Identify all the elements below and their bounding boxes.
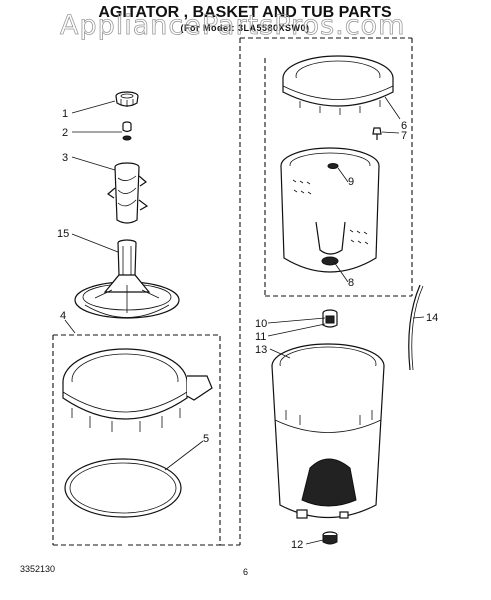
leader-lines [64, 96, 425, 545]
tub-ring-gasket [64, 458, 182, 518]
page-number: 6 [243, 567, 248, 577]
tub-hose [408, 284, 424, 371]
callout-5: 5 [203, 433, 209, 445]
basket-group-outline [220, 37, 413, 546]
tub-nut [322, 531, 338, 545]
watermark: AppliancePartsPros.com [60, 10, 405, 41]
tub-ring-group-outline [53, 334, 221, 546]
callout-15: 15 [57, 228, 69, 240]
callout-6: 6 [401, 120, 407, 132]
callout-8: 8 [348, 277, 354, 289]
callout-14: 14 [426, 312, 438, 324]
drive-coupling [322, 309, 338, 328]
diagram-title: AGITATOR , BASKET AND TUB PARTS [98, 4, 392, 21]
callout-4: 4 [60, 310, 66, 322]
agitator-nut [122, 121, 132, 141]
callout-3: 3 [62, 152, 68, 164]
outer-tub [271, 343, 385, 519]
callout-11: 11 [255, 331, 266, 343]
balance-ring [282, 55, 394, 115]
figure-number: 3352130 [20, 564, 55, 574]
agitator-cap [115, 91, 139, 107]
callout-10: 10 [255, 318, 267, 330]
callout-13: 13 [255, 344, 267, 356]
agitator-base [74, 239, 180, 319]
callout-1: 1 [62, 108, 68, 120]
agitator-cam [107, 162, 149, 224]
spin-basket [280, 147, 380, 273]
callout-7: 7 [401, 130, 407, 142]
callout-2: 2 [62, 127, 68, 139]
callout-9: 9 [348, 176, 354, 188]
callout-12: 12 [291, 539, 303, 551]
tub-ring [62, 348, 213, 432]
diagram-subtitle: (For Model: 3LA5580XSW0) [180, 23, 309, 33]
balance-ring-screw [372, 127, 382, 140]
